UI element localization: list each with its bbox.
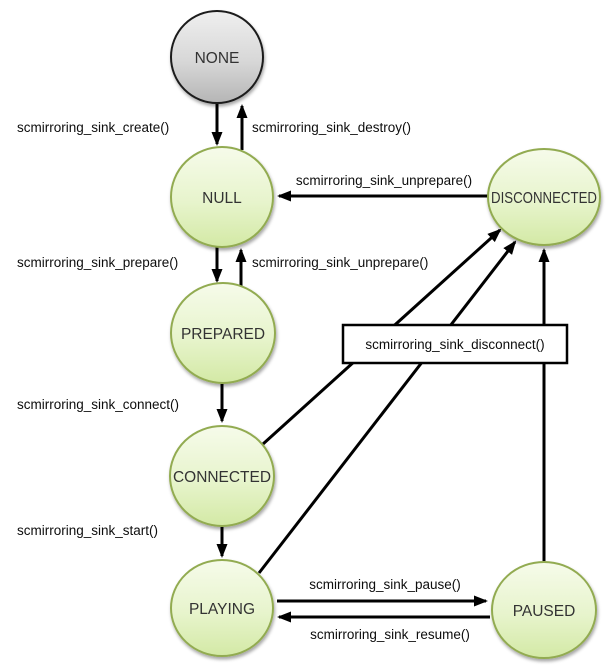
state-disconnected-label: DISCONNECTED	[491, 190, 597, 207]
edge-destroy-label: scmirroring_sink_destroy()	[252, 120, 411, 135]
disconnect-label-group: scmirroring_sink_disconnect()	[341, 323, 569, 365]
state-none: NONE	[170, 10, 264, 104]
edge-start-label: scmirroring_sink_start()	[17, 523, 158, 538]
state-playing-shape	[170, 559, 274, 657]
state-disconnected-shape	[487, 148, 601, 246]
state-none-shape	[170, 10, 264, 104]
edges	[211, 104, 550, 623]
state-connected: CONNECTED	[169, 425, 275, 527]
edge-disconnect-from-playing-arrow	[257, 240, 517, 574]
state-paused-shape	[491, 561, 597, 659]
state-playing-label: PLAYING	[189, 601, 255, 618]
edge-prepare-label: scmirroring_sink_prepare()	[17, 255, 178, 270]
state-prepared-label: PREPARED	[181, 326, 265, 343]
state-null: NULL	[170, 146, 274, 248]
state-none-label: NONE	[195, 50, 240, 67]
edge-resume-label: scmirroring_sink_resume()	[310, 627, 470, 642]
edge-labels: scmirroring_sink_create() scmirroring_si…	[17, 120, 472, 642]
state-disconnected: DISCONNECTED	[487, 148, 601, 246]
state-playing: PLAYING	[170, 559, 274, 657]
edge-disconnect-label: scmirroring_sink_disconnect()	[365, 337, 544, 352]
state-null-shape	[170, 146, 274, 248]
disconnect-label-box	[341, 323, 569, 365]
state-connected-label: CONNECTED	[173, 469, 271, 486]
edge-create-label: scmirroring_sink_create()	[17, 120, 169, 135]
state-null-label: NULL	[202, 190, 242, 207]
state-prepared: PREPARED	[170, 282, 276, 384]
edge-connect-label: scmirroring_sink_connect()	[17, 397, 179, 412]
state-paused-label: PAUSED	[513, 603, 576, 620]
edge-unprepare-disconnected-label: scmirroring_sink_unprepare()	[296, 173, 472, 188]
edge-pause-label: scmirroring_sink_pause()	[309, 577, 461, 592]
state-prepared-shape	[170, 282, 276, 384]
state-paused: PAUSED	[491, 561, 597, 659]
edge-unprepare-prepared-label: scmirroring_sink_unprepare()	[252, 255, 428, 270]
state-connected-shape	[169, 425, 275, 527]
